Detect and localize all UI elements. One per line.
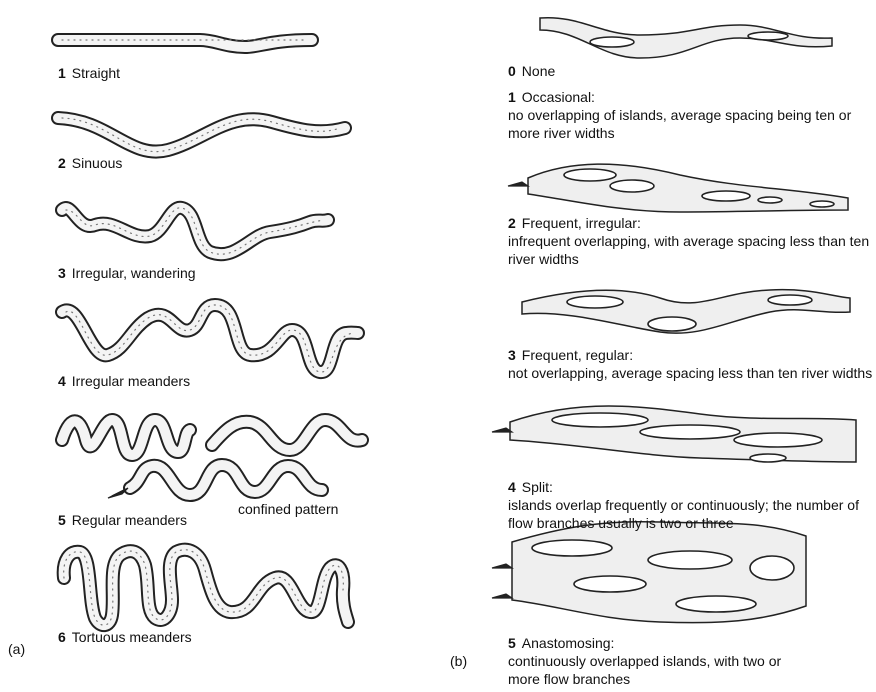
braid-none-occasional	[540, 18, 832, 58]
desc-b-3: not overlapping, average spacing less th…	[508, 364, 876, 382]
panel-b-tag: (b)	[450, 652, 467, 670]
channel-irregular-wandering	[62, 208, 328, 254]
braid-frequent-regular	[522, 290, 850, 334]
braid-anastomosing	[492, 522, 806, 623]
channel-tortuous-meanders	[64, 550, 348, 625]
desc-b-5: continuously overlapped islands, with tw…	[508, 652, 808, 688]
panel-a-tag: (a)	[8, 640, 25, 658]
desc-b-2: infrequent overlapping, with average spa…	[508, 232, 876, 268]
braid-frequent-irregular	[508, 164, 848, 212]
channel-straight	[58, 40, 312, 47]
desc-b-1: no overlapping of islands, average spaci…	[508, 106, 876, 142]
label-a-5-extra: confined pattern	[238, 500, 338, 518]
channel-regular-meanders	[62, 420, 362, 498]
channel-irregular-meanders	[62, 305, 358, 372]
channel-sinuous	[58, 118, 345, 152]
desc-b-4: islands overlap frequently or continuous…	[508, 496, 876, 532]
braid-split	[492, 406, 856, 462]
